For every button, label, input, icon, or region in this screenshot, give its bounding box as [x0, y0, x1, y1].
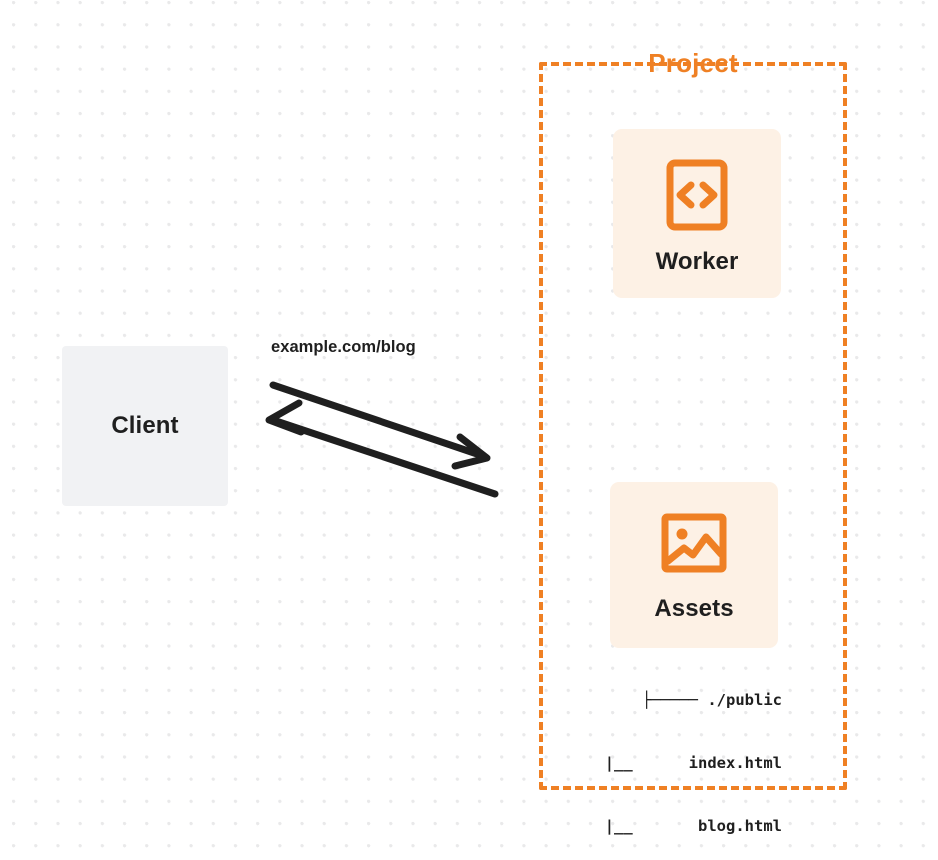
- connection-label: example.com/blog: [271, 338, 416, 356]
- file-tree-line: ├───── ./public: [642, 691, 782, 709]
- arrow-left-icon: [265, 399, 499, 498]
- project-container: [539, 62, 847, 790]
- worker-node[interactable]: Worker: [613, 129, 781, 298]
- project-label: Project: [648, 48, 738, 78]
- image-picture-icon: [661, 512, 727, 574]
- code-brackets-icon: [666, 159, 728, 231]
- assets-file-tree: ├───── ./public |__ index.html |__ blog.…: [560, 648, 782, 860]
- assets-node[interactable]: Assets: [610, 482, 778, 648]
- connection-arrows: [255, 370, 510, 510]
- client-node[interactable]: Client: [62, 346, 228, 506]
- file-tree-line: |__ blog.html: [604, 817, 782, 835]
- assets-label: Assets: [654, 595, 734, 622]
- arrow-right-icon: [269, 381, 491, 470]
- worker-label: Worker: [655, 247, 739, 275]
- client-label: Client: [111, 412, 179, 439]
- file-tree-line: |__ index.html: [604, 754, 782, 772]
